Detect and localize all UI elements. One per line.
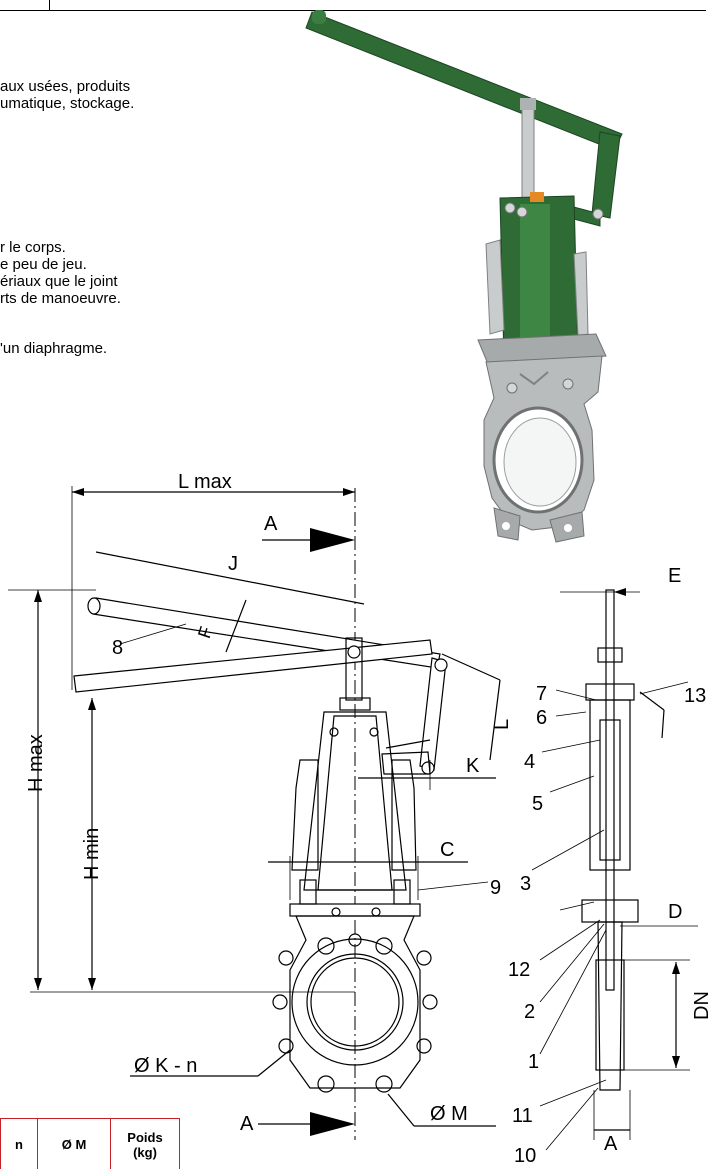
table-header-m: Ø M — [37, 1118, 110, 1169]
table-header-n: n — [0, 1118, 37, 1169]
callout-13: 13 — [684, 685, 706, 707]
callout-7: 7 — [536, 683, 547, 705]
description-line-7: 'un diaphragme. — [0, 340, 108, 357]
dim-h-max: H max — [25, 734, 47, 792]
description-line-3: r le corps. — [0, 239, 66, 256]
description-line-4: e peu de jeu. — [0, 256, 87, 273]
dim-dn: DN — [691, 991, 708, 1020]
callout-1: 1 — [528, 1051, 539, 1073]
dim-l: L — [491, 719, 513, 730]
dim-d: D — [668, 901, 682, 923]
callout-11: 11 — [512, 1105, 533, 1127]
description-line-2: umatique, stockage. — [0, 95, 135, 112]
callout-12: 12 — [508, 959, 530, 981]
dim-j: J — [228, 553, 238, 575]
dim-h-min: H min — [81, 828, 103, 880]
dim-l-max: L max — [178, 471, 232, 493]
dim-k-n: Ø K - n — [134, 1055, 197, 1077]
section-label-top: A — [264, 513, 278, 535]
dim-a: A — [604, 1133, 618, 1155]
table-header-poids: Poids (kg) — [110, 1118, 180, 1169]
callout-10: 10 — [514, 1145, 536, 1167]
description-line-6: rts de manoeuvre. — [0, 290, 121, 307]
callout-4: 4 — [524, 751, 535, 773]
description-line-5: ériaux que le joint — [0, 273, 118, 290]
dim-e: E — [668, 565, 681, 587]
header-separator — [49, 0, 50, 11]
dim-k: K — [466, 755, 480, 777]
dim-c: C — [440, 839, 454, 861]
header-rule — [0, 10, 706, 11]
callout-6: 6 — [536, 707, 547, 729]
callout-8: 8 — [112, 637, 123, 659]
section-label-bottom: A — [240, 1113, 254, 1135]
callout-9: 9 — [490, 877, 501, 899]
callout-2: 2 — [524, 1001, 535, 1023]
callout-3: 3 — [520, 873, 531, 895]
dimensions-table: n Ø M Poids (kg) — [0, 1118, 190, 1169]
dim-m: Ø M — [430, 1103, 468, 1125]
description-line-1: aux usées, produits — [0, 78, 131, 95]
callout-5: 5 — [532, 793, 543, 815]
